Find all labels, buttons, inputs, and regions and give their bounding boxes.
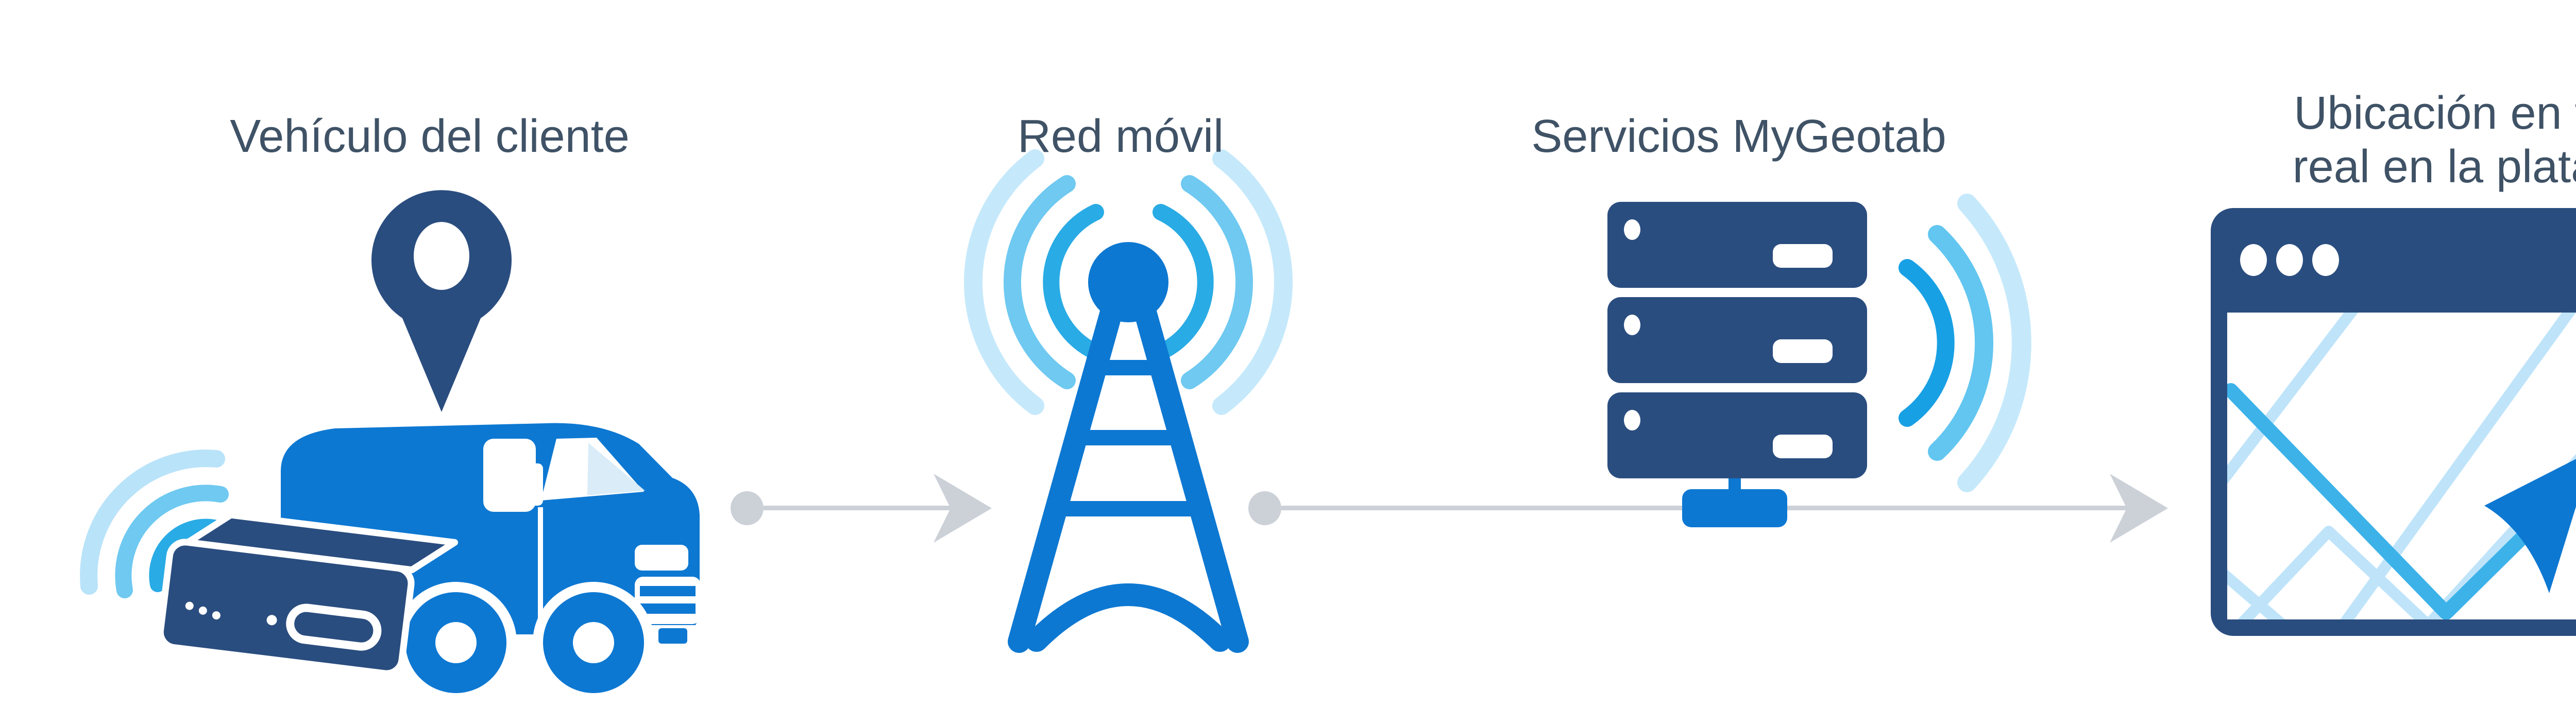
gps-device-icon <box>157 511 459 677</box>
browser-dot <box>2276 244 2303 276</box>
browser-dot <box>2312 244 2339 276</box>
browser-window-icon <box>2211 208 2576 636</box>
connector-dot <box>731 491 764 525</box>
stage-label-mygeotab-services: Servicios MyGeotab <box>1531 111 1946 162</box>
cell-tower-icon <box>964 149 1293 653</box>
stage-vehicle-illustration <box>80 190 701 703</box>
connector-arrow-icon <box>2110 474 2168 543</box>
connector-dot <box>1248 491 1281 525</box>
gps-signal-icon <box>80 450 229 598</box>
server-network-base <box>1682 489 1787 527</box>
tower-signal-left-icon <box>964 149 1104 415</box>
stage-label-mobile-network: Red móvil <box>1017 111 1224 162</box>
windshield-tint <box>587 443 645 495</box>
navigation-arrow-icon <box>2484 459 2576 593</box>
location-pin-icon <box>371 190 512 412</box>
side-mirror <box>529 463 543 506</box>
tower-signal-right-icon <box>1153 149 1293 415</box>
connector-vehicle-to-network <box>731 474 992 543</box>
connector-line <box>764 506 951 510</box>
server-unit <box>1607 392 1867 478</box>
server-stack-icon <box>1607 202 1867 527</box>
stage-label-platform-line2: real en la plataforma <box>2292 141 2576 193</box>
route-line <box>2227 383 2540 619</box>
stage-label-platform: Ubicación en tiempo real en la plataform… <box>2169 87 2576 194</box>
headlight <box>635 545 688 571</box>
map-route-icon <box>2227 313 2576 619</box>
side-window <box>483 439 536 512</box>
server-signal-icon <box>1899 194 2031 492</box>
connector-arrow-icon <box>934 474 992 543</box>
door-seam <box>538 507 543 634</box>
stage-label-vehicle: Vehículo del cliente <box>230 111 630 162</box>
browser-dot <box>2240 244 2267 276</box>
server-unit <box>1607 202 1867 288</box>
tower-head <box>1088 242 1168 322</box>
stage-label-platform-line1: Ubicación en tiempo <box>2294 88 2576 139</box>
server-unit <box>1607 297 1867 383</box>
